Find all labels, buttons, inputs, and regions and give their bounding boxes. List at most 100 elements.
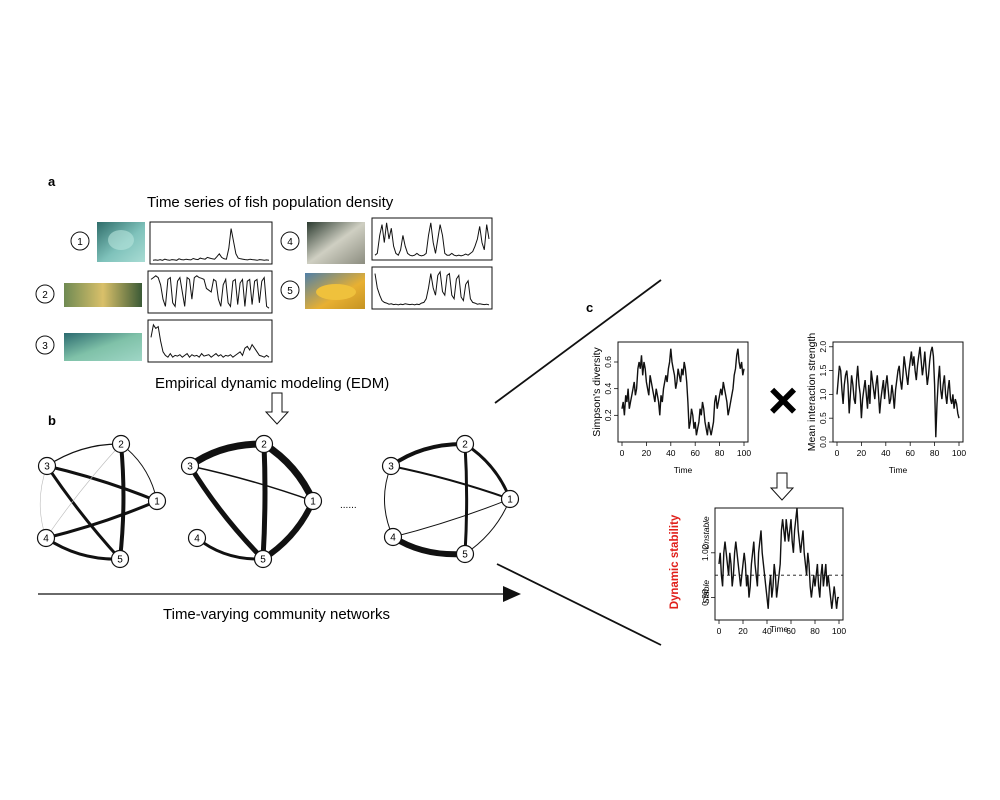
interaction-xtick-label: 0 <box>835 448 840 458</box>
simpson-xtick-label: 100 <box>737 448 751 458</box>
stability-xtick-label: 100 <box>832 626 846 636</box>
species-3-row: 3 <box>35 319 273 363</box>
species-5-number: 5 <box>287 286 293 297</box>
stability-plot-frame <box>714 507 844 621</box>
stability-xtick-label: 0 <box>717 626 722 636</box>
stability-ytick-label: 0.98 <box>700 589 710 606</box>
network-edge <box>463 443 469 555</box>
interaction-xtick-label: 60 <box>905 448 915 458</box>
simpson-xlabel: Time <box>674 465 693 475</box>
simpson-ytick-label: 0.2 <box>603 409 613 421</box>
simpson-xtick-label: 40 <box>666 448 676 458</box>
interaction-ytick-label: 1.5 <box>818 364 828 376</box>
stability-xtick-label: 20 <box>738 626 748 636</box>
simpson-ytick-label: 0.4 <box>603 382 613 394</box>
network-node <box>37 456 57 476</box>
species-5-badge <box>280 280 300 300</box>
jellyfish-shape <box>108 230 134 250</box>
interaction-ytick-label: 0.5 <box>818 412 828 424</box>
unstable-label: Unstable <box>701 516 711 550</box>
network-edge <box>189 465 314 502</box>
species-2-plot-frame <box>147 270 273 314</box>
species-5-series-line <box>374 270 490 306</box>
network-edge <box>391 534 466 558</box>
simpson-xtick-label: 20 <box>642 448 652 458</box>
simpson-plot-frame <box>617 341 749 443</box>
simpson-xtick-label: 60 <box>690 448 700 458</box>
species-5-row: 5 <box>280 266 493 310</box>
network-node <box>36 528 56 548</box>
species-5-plot-frame <box>371 266 493 310</box>
yellow-fish-shape <box>316 284 356 300</box>
species-1-row: 1 <box>70 221 273 265</box>
network-node <box>500 489 520 509</box>
species-1-number: 1 <box>77 237 83 248</box>
ellipsis: ...... <box>340 500 357 511</box>
interaction-xlabel: Time <box>889 465 908 475</box>
network-node <box>381 456 401 476</box>
network-edge <box>392 498 511 538</box>
interaction-series-line <box>836 346 960 438</box>
panel-c-label: c <box>586 300 593 315</box>
species-1-series-line <box>152 228 270 261</box>
network-node-label: 1 <box>507 495 513 506</box>
species-4-photo <box>307 222 365 264</box>
stability-xtick-label: 80 <box>810 626 820 636</box>
species-4-row: 4 <box>280 217 493 264</box>
network-edge <box>187 440 265 469</box>
species-2-number: 2 <box>42 290 48 301</box>
network-edge <box>383 465 394 538</box>
interaction-xtick-label: 20 <box>857 448 867 458</box>
network-edge <box>45 465 122 561</box>
stable-label: Stable <box>701 580 711 604</box>
interaction-ylabel: Mean interaction strength <box>806 333 818 452</box>
network-node-label: 4 <box>194 534 200 545</box>
network-edge <box>39 465 48 539</box>
panel-a-title: Time series of fish population density <box>147 194 394 211</box>
network-node-label: 4 <box>43 534 49 545</box>
network-node-label: 2 <box>261 440 267 451</box>
network-node <box>111 434 131 454</box>
species-2-row: 2 <box>35 270 273 314</box>
network-edge <box>45 499 158 540</box>
network-edge <box>389 441 466 468</box>
panel-b-label: b <box>48 413 56 428</box>
simpson-xtick-label: 0 <box>620 448 625 458</box>
species-3-plot-frame <box>147 319 273 363</box>
network-edge <box>187 464 265 561</box>
interaction-xtick-label: 40 <box>881 448 891 458</box>
interaction-ytick-label: 0.0 <box>818 436 828 448</box>
network-edge <box>46 464 158 503</box>
stability-down-arrow-icon <box>769 472 795 501</box>
multiply-icon: × <box>768 372 798 430</box>
network-edge <box>260 443 268 560</box>
network-node <box>180 456 200 476</box>
species-4-number: 4 <box>287 237 293 248</box>
species-2-badge <box>35 284 55 304</box>
edm-down-arrow-icon <box>264 392 290 425</box>
edm-label: Empirical dynamic modeling (EDM) <box>155 375 389 392</box>
simpson-xtick-label: 80 <box>715 448 725 458</box>
simpson-ylabel: Simpson's diversity <box>591 346 603 436</box>
network-node <box>455 544 475 564</box>
simpson-ytick-label: 0.6 <box>603 356 613 368</box>
simpson-series-line <box>621 348 745 436</box>
species-3-badge <box>35 335 55 355</box>
network-node-label: 1 <box>310 497 316 508</box>
network-node-label: 5 <box>462 550 468 561</box>
network-node-label: 3 <box>187 462 193 473</box>
stability-xtick-label: 40 <box>762 626 772 636</box>
network-edge <box>46 443 122 467</box>
network-node <box>253 549 273 569</box>
network-node <box>187 528 207 548</box>
interaction-plot-frame <box>832 341 964 443</box>
network-edge <box>390 465 511 500</box>
network-node <box>110 549 130 569</box>
network-node-label: 2 <box>118 440 124 451</box>
network-node <box>455 434 475 454</box>
